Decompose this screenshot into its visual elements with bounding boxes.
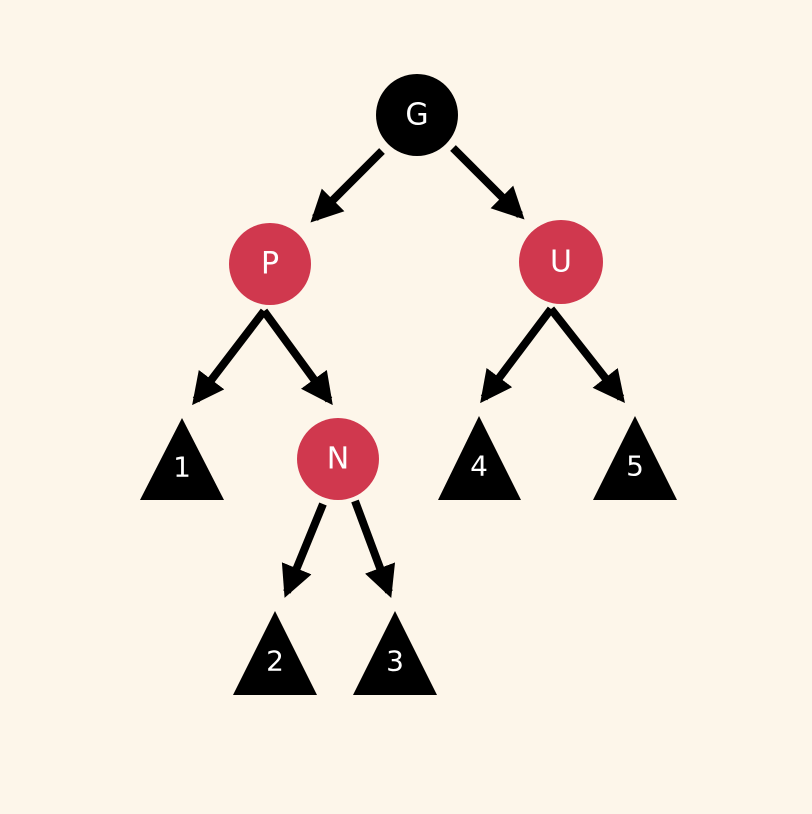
subtree-1: 1 bbox=[140, 418, 224, 500]
subtree-5-label: 5 bbox=[626, 450, 644, 483]
edge-u-t5 bbox=[547, 306, 625, 404]
edge-g-u bbox=[450, 145, 525, 220]
node-p-circle bbox=[229, 223, 311, 305]
node-g-circle bbox=[376, 74, 458, 156]
node-u-circle bbox=[519, 220, 603, 304]
subtree-2-triangle bbox=[233, 611, 317, 695]
node-u-label: U bbox=[550, 245, 572, 280]
node-n-label: N bbox=[327, 442, 349, 477]
node-n: N bbox=[297, 418, 379, 500]
subtree-3-label: 3 bbox=[386, 645, 404, 678]
subtree-2-label: 2 bbox=[266, 645, 284, 678]
edge-u-t4 bbox=[480, 306, 555, 404]
subtree-3-triangle bbox=[353, 611, 437, 695]
subtree-2: 2 bbox=[233, 611, 317, 695]
subtree-3: 3 bbox=[353, 611, 437, 695]
node-g: G bbox=[376, 74, 458, 156]
node-n-circle bbox=[297, 418, 379, 500]
subtree-1-triangle bbox=[140, 418, 224, 500]
subtree-leaves: 1 2 3 4 5 bbox=[140, 416, 677, 695]
subtree-4-label: 4 bbox=[470, 450, 488, 483]
edge-g-p bbox=[310, 148, 385, 223]
edge-p-n bbox=[260, 308, 333, 406]
edge-n-t3 bbox=[351, 499, 396, 598]
edge-p-t1 bbox=[192, 308, 268, 406]
edges bbox=[192, 145, 625, 598]
node-p: P bbox=[229, 223, 311, 305]
subtree-5: 5 bbox=[593, 416, 677, 500]
node-p-label: P bbox=[261, 247, 279, 282]
edge-n-t2 bbox=[281, 502, 327, 598]
subtree-5-triangle bbox=[593, 416, 677, 500]
subtree-4: 4 bbox=[438, 416, 521, 500]
subtree-4-triangle bbox=[438, 416, 521, 500]
node-u: U bbox=[519, 220, 603, 304]
node-g-label: G bbox=[405, 98, 428, 133]
tree-nodes: G P U N bbox=[229, 74, 603, 500]
subtree-1-label: 1 bbox=[173, 451, 191, 484]
